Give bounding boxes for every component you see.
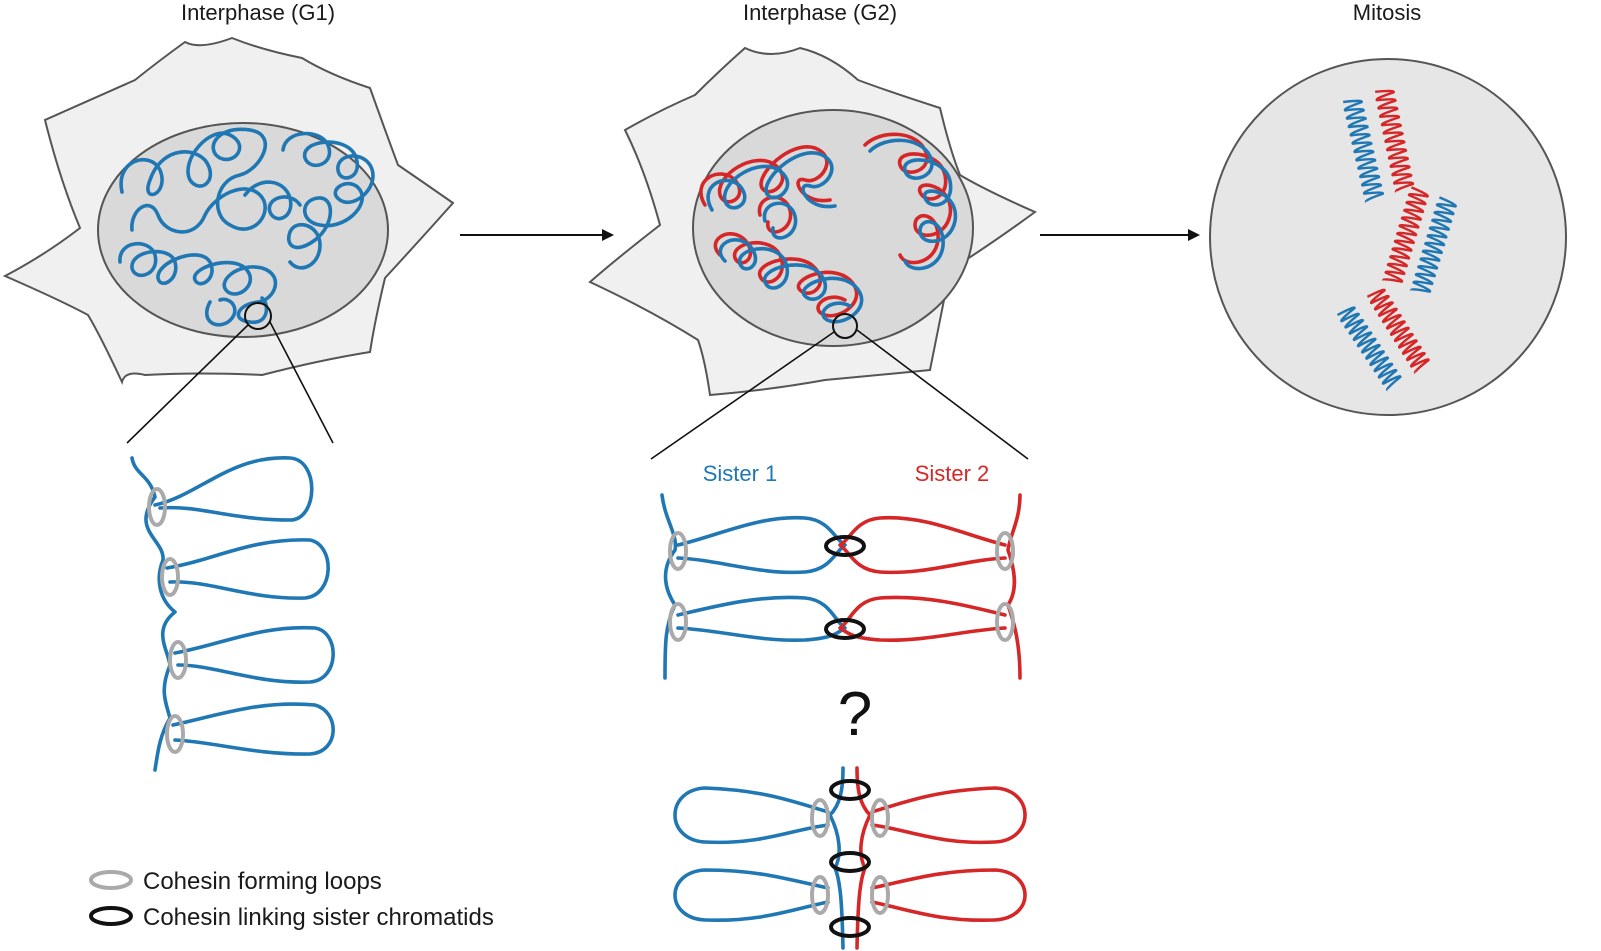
cohesin-loop-axis-s1-b [810,875,830,915]
g1-loop-2 [165,538,330,600]
cohesin-link-bottom [824,618,866,640]
sister1-loop-top [676,515,847,575]
g1-zoom-line-right [269,321,334,444]
title-mitosis: Mitosis [1353,0,1421,25]
cohesin-link-axis-2 [829,851,871,873]
mitotic-chromosomes [1336,89,1457,392]
g1-zoom-chromatid [130,456,335,772]
g1-loop-1 [153,456,314,522]
mitotic-cell-body [1209,58,1567,416]
cohesin-loop-s1-bottom [668,602,688,642]
cohesin-loop-s1-top [668,531,688,571]
chromosome-2-sister1 [1410,196,1457,293]
g1-loop-4 [171,702,335,756]
cohesin-link-axis-1 [829,779,871,801]
cohesin-loop-s2-top [995,531,1015,571]
sister2-loop-a [870,786,1027,845]
question-mark: ? [838,680,872,749]
legend-linking-label: Cohesin linking sister chromatids [143,904,494,931]
cohesin-loop-axis-s2-b [870,875,890,915]
g1-cohesin-loop-2 [160,557,180,597]
sister1-loop-bottom [676,595,847,643]
title-g2: Interphase (G2) [743,0,897,25]
chromosome-2-sister2 [1382,186,1429,283]
chromosome-3-sister2 [1366,288,1430,374]
legend: Cohesin forming loops Cohesin linking si… [89,868,494,931]
g1-cohesin-loop-1 [147,487,167,527]
legend-cohesin-loop-icon [89,870,133,890]
g2-cell [588,46,1037,460]
title-g1: Interphase (G1) [181,0,335,25]
legend-loops-label: Cohesin forming loops [143,868,382,895]
g1-chromatin [118,127,375,327]
mitosis-cell [1209,58,1567,416]
chromosome-1-sister1 [1343,99,1385,203]
g2-model-central-axis [673,766,1027,950]
g2-model-side-by-side [660,493,1022,680]
sister1-loop-b [673,868,830,923]
g2-chromatin-sister1 [706,138,958,324]
g1-zoom-circle [244,302,272,330]
sister2-label: Sister 2 [915,461,990,486]
sister2-loop-bottom [838,595,1007,643]
g1-zoom-line-left [126,324,249,444]
chromosome-3-sister1 [1336,306,1402,392]
cohesin-loop-axis-s2-a [870,798,890,838]
chromosome-1-sister2 [1375,89,1415,193]
sister1-loop-a [673,786,830,845]
g2-zoom-circle [832,313,858,339]
g1-cohesin-loop-4 [165,714,185,754]
sister2-loop-top [838,515,1007,575]
g2-nucleus [692,109,974,347]
g1-loop-3 [173,625,335,684]
cohesin-link-top [824,535,866,557]
g2-zoom-line-left [650,331,835,460]
cohesin-loop-axis-s1-a [810,798,830,838]
cohesin-loop-s2-bottom [995,602,1015,642]
g2-zoom-line-right [856,329,1029,460]
sister2-loop-b [870,868,1027,923]
g1-cell [2,36,455,444]
sister1-fiber [660,493,678,680]
cohesin-link-axis-3 [829,916,871,938]
g1-cohesin-loop-3 [168,640,188,680]
sister1-label: Sister 1 [703,461,778,486]
sister2-fiber [1006,493,1022,680]
legend-cohesin-link-icon [89,906,133,926]
